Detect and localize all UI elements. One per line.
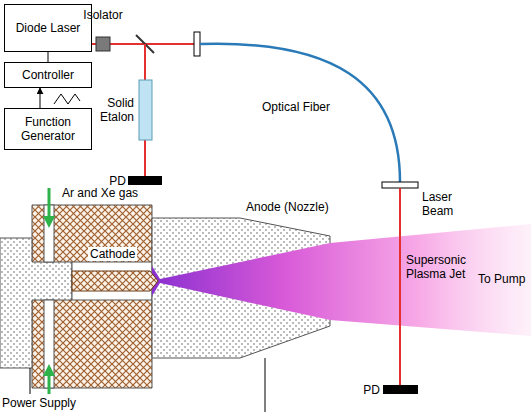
fiber-collimator — [382, 182, 418, 188]
part-label: Isolator — [78, 8, 128, 22]
photodiode-symbol — [128, 176, 162, 185]
optical-fiber — [200, 44, 400, 182]
box-text: Function Generator — [5, 115, 91, 143]
part-label: Cathode — [88, 247, 138, 261]
gas-inlet-arrow — [48, 370, 51, 394]
label-text: Anode (Nozzle) — [244, 200, 331, 214]
etalon-symbol — [139, 80, 152, 140]
label-text: To Pump — [478, 272, 525, 286]
part-label: Optical Fiber — [262, 100, 352, 114]
controller-box: Controller — [4, 62, 92, 88]
generator-box: Function Generator — [4, 108, 92, 150]
photodiode-symbol — [383, 385, 418, 394]
gas-inlet-arrow — [48, 188, 51, 222]
power-leader — [265, 358, 266, 412]
box-text: Controller — [19, 68, 77, 82]
label-text: Power Supply — [2, 396, 76, 410]
part-label: To Pump — [478, 272, 528, 286]
cathode-rod — [72, 271, 158, 291]
part-label: Supersonic Plasma Jet — [406, 253, 478, 281]
label-text: Cathode — [88, 247, 137, 261]
isolator-symbol — [96, 37, 110, 51]
power-leader — [30, 368, 31, 394]
laser-box: Diode Laser — [4, 4, 92, 52]
detector-label: PD — [104, 174, 126, 188]
label-text: Ar and Xe gas — [62, 186, 138, 200]
fiber-coupler — [194, 32, 200, 56]
label-text: Solid Etalon — [100, 96, 134, 124]
plasma-jet — [152, 224, 531, 336]
part-label: Solid Etalon — [86, 96, 134, 124]
label-text: PD — [109, 174, 126, 188]
connector — [48, 52, 49, 62]
box-text: Diode Laser — [13, 21, 84, 35]
connector — [40, 88, 41, 108]
gas-label: Ar and Xe gas — [62, 186, 172, 200]
label-text: Laser Beam — [422, 190, 453, 218]
part-label: Power Supply — [2, 396, 92, 410]
laser-beam — [399, 188, 401, 385]
label-text: Optical Fiber — [262, 100, 330, 114]
label-text: Isolator — [83, 8, 122, 22]
triangle-wave-symbol — [54, 94, 80, 104]
cathode-holder — [0, 238, 72, 368]
detector-label: PD — [360, 383, 380, 397]
part-label: Anode (Nozzle) — [244, 200, 344, 214]
label-text: Supersonic Plasma Jet — [406, 253, 466, 281]
label-text: PD — [363, 383, 380, 397]
part-label: Laser Beam — [422, 190, 466, 218]
